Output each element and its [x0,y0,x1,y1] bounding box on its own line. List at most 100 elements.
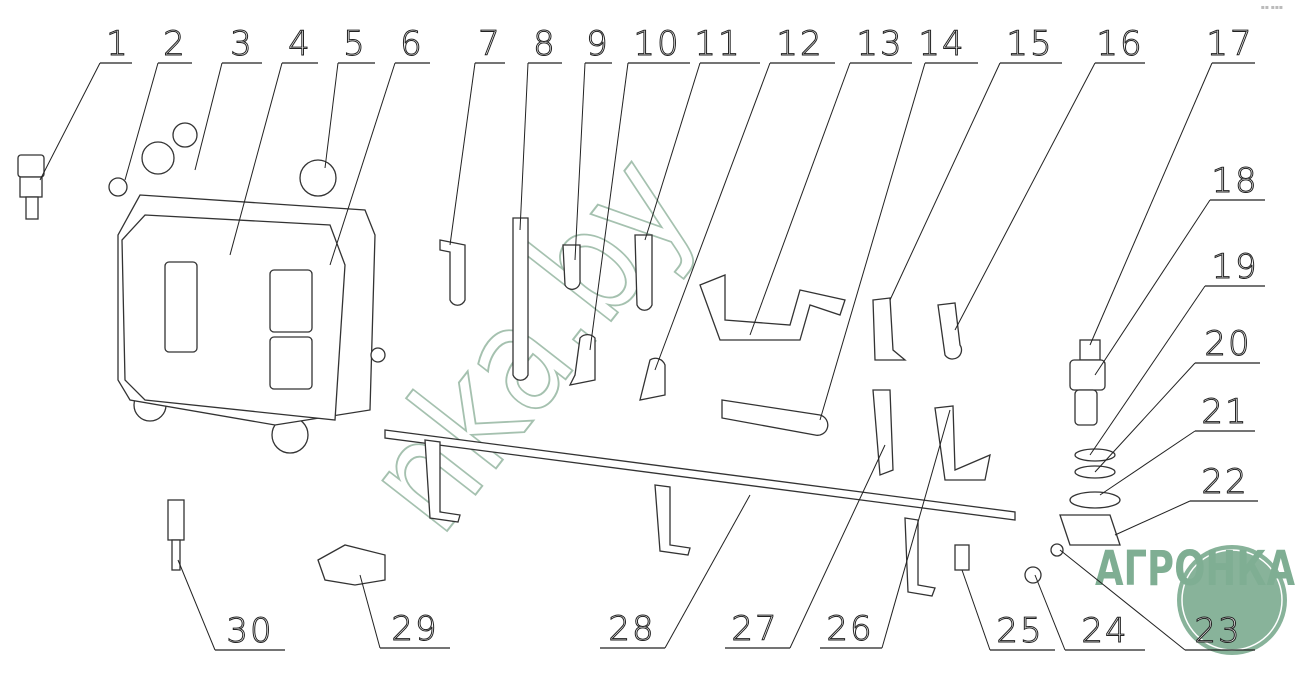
part-harness-rail [384,429,1016,597]
leader-line [519,62,529,231]
leader-line [1094,199,1211,376]
leader-line [589,62,629,351]
callout-number: 30 [226,611,273,651]
callout-number: 12 [776,24,823,64]
callout-number: 13 [856,24,903,64]
leader-line [1089,62,1213,346]
callout-number: 7 [478,24,502,64]
leader-line [229,62,283,256]
leader-line [881,409,951,649]
callout-number: 15 [1006,24,1053,64]
callout-28: 28 [600,494,751,650]
callout-number: 11 [694,24,741,64]
logo-text: АГРОНКА [1095,541,1295,597]
leader-line [789,444,886,649]
callout-number: 9 [586,24,610,64]
part-sensors-lower [167,499,386,586]
callout-29: 29 [359,574,450,650]
callout-8: 8 [519,24,562,231]
callout-30: 30 [177,559,285,652]
callout-25: 25 [961,569,1055,652]
leader-line [1034,574,1066,651]
callout-1: 1 [39,24,132,181]
leader-line [194,62,223,171]
callout-14: 14 [819,24,978,421]
part-brackets [439,217,991,481]
callout-10: 10 [589,24,690,351]
callout-number: 27 [731,609,778,649]
leader-line [961,569,991,651]
part-ecu [108,122,386,454]
callout-number: 18 [1211,161,1258,201]
part-speed-sensor-assembly [954,339,1121,584]
leader-line [1114,500,1191,536]
leader-line [124,62,159,181]
callout-number: 17 [1206,24,1253,64]
callout-12: 12 [654,24,835,371]
callout-number: 1 [106,24,130,64]
leader-line [177,559,216,651]
callout-20: 20 [1094,324,1260,473]
callout-21: 21 [1099,392,1255,496]
callout-number: 28 [608,609,655,649]
callout-17: 17 [1089,24,1255,346]
callout-number: 24 [1081,611,1128,651]
callout-7: 7 [449,24,505,246]
leader-line [324,62,339,169]
leader-line [329,62,396,266]
leader-line [654,62,771,371]
callout-19: 19 [1089,247,1265,456]
callout-5: 5 [324,24,375,169]
leader-line [574,62,586,261]
leader-line [749,62,851,336]
callout-number: 22 [1201,462,1248,502]
leader-line [449,62,476,246]
callout-number: 26 [826,609,873,649]
callout-number: 8 [533,24,557,64]
leader-line [644,62,701,241]
leader-line [1059,549,1186,651]
callout-number: 10 [633,24,680,64]
callout-9: 9 [574,24,612,261]
callout-22: 22 [1114,462,1258,536]
callout-number: 25 [996,611,1043,651]
leader-line [889,62,1001,301]
callout-15: 15 [889,24,1062,301]
callout-26: 26 [820,409,951,650]
callout-number: 2 [163,24,187,64]
leader-line [1094,362,1196,473]
callout-number: 5 [343,24,367,64]
callout-3: 3 [194,24,262,171]
leader-line [1099,430,1196,496]
callout-number: 29 [391,609,438,649]
leader-line [1089,285,1206,456]
leader-line [954,62,1096,331]
callout-6: 6 [329,24,430,266]
corner-mark: ▪▪ ▪▪▪ [1260,4,1283,11]
callout-number: 14 [918,24,965,64]
callout-number: 16 [1096,24,1143,64]
callout-number: 6 [400,24,424,64]
callout-27: 27 [725,444,886,650]
callout-number: 20 [1204,324,1251,364]
callout-24: 24 [1034,574,1145,652]
callout-16: 16 [954,24,1145,331]
callout-23: 23 [1059,549,1255,652]
part-pressure-sensor [17,154,45,220]
callout-13: 13 [749,24,912,336]
agronka-logo: АГРОНКА [1095,541,1295,655]
callout-2: 2 [124,24,192,181]
callout-number: 21 [1201,392,1248,432]
callout-number: 4 [288,24,312,64]
leader-line [664,494,751,649]
callout-number: 3 [230,24,254,64]
callout-number: 23 [1194,611,1241,651]
callout-18: 18 [1094,161,1265,376]
leader-line [39,62,101,181]
leader-line [819,62,926,421]
callout-number: 19 [1211,247,1258,287]
callout-4: 4 [229,24,318,256]
callout-11: 11 [644,24,760,241]
